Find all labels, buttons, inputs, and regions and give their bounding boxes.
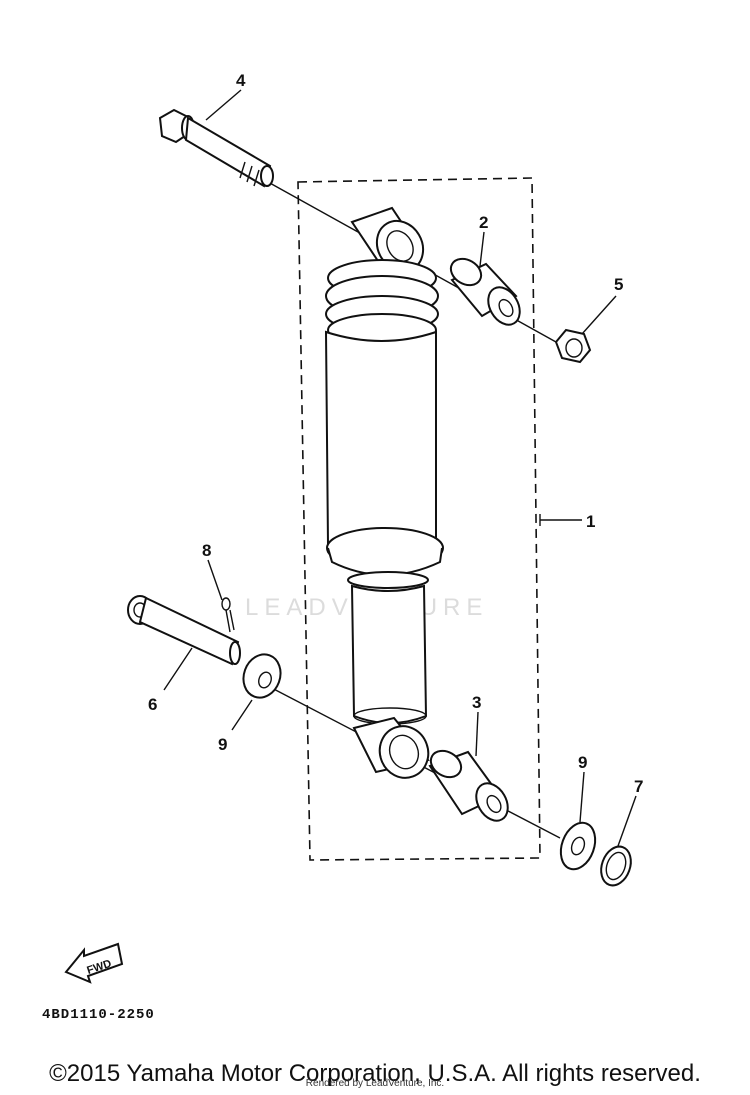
shock-absorber-part-1 (324, 206, 444, 779)
bushing-part-3 (428, 749, 509, 822)
pin-part-6 (127, 595, 241, 666)
fwd-arrow-icon: FWD (64, 942, 124, 984)
callout-2: 2 (479, 213, 488, 232)
callout-1: 1 (586, 512, 595, 531)
bushing-part-2 (449, 257, 521, 326)
callout-9-right: 9 (578, 753, 587, 772)
cotter-pin-part-8 (221, 597, 235, 633)
washer-part-7 (600, 845, 632, 887)
leader-9-left (231, 699, 253, 731)
leader-7 (617, 795, 637, 847)
callout-7: 7 (634, 777, 643, 796)
washer-part-9-right (559, 821, 597, 871)
rendered-by-notice: Rendered by LeadVenture, Inc. (305, 1078, 445, 1089)
assembly-boundary (297, 177, 541, 861)
diagram-code: 4BD1110-2250 (42, 1007, 155, 1023)
callout-8: 8 (202, 541, 211, 560)
bolt-part-4 (158, 108, 274, 188)
leader-8 (207, 559, 223, 601)
leader-5 (581, 295, 617, 335)
leader-2 (479, 231, 485, 267)
leader-3 (475, 711, 479, 757)
nut-part-5 (554, 328, 592, 364)
leader-4 (205, 89, 242, 121)
callout-9-left: 9 (218, 735, 227, 754)
callout-5: 5 (614, 275, 623, 294)
leader-9-right (579, 771, 585, 823)
washer-part-9-left (242, 653, 282, 699)
copyright-notice: ©2015 Yamaha Motor Corporation, U.S.A. A… (49, 1060, 701, 1087)
callout-6: 6 (148, 695, 157, 714)
leader-6 (163, 647, 193, 691)
callout-4: 4 (236, 71, 246, 90)
callout-3: 3 (472, 693, 481, 712)
